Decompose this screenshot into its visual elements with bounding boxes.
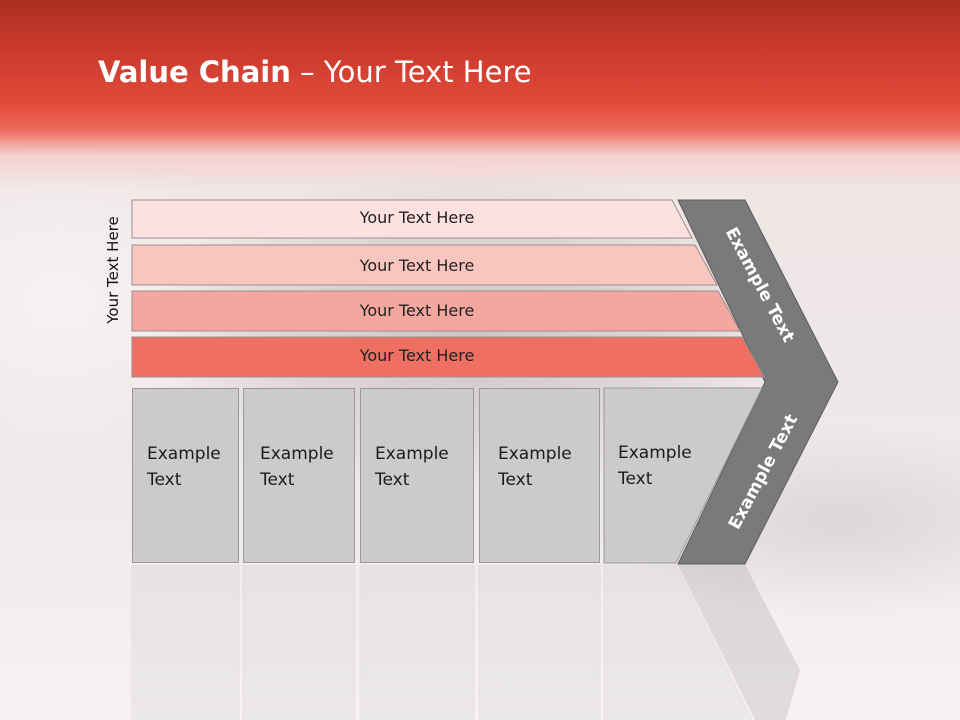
title-bold: Value Chain — [98, 55, 291, 89]
box-3-line1: Example — [375, 444, 449, 464]
box-4-line2: Text — [498, 470, 533, 490]
reflect-box-3 — [359, 565, 475, 720]
box-5: Example Text — [618, 440, 692, 492]
bar-3-shape — [131, 290, 741, 332]
reflect-box-1 — [131, 565, 240, 720]
bar-3-text: Your Text Here — [359, 301, 475, 320]
title-rest: – Your Text Here — [290, 55, 532, 89]
box-4-line1: Example — [498, 444, 572, 464]
box-1-line1: Example — [147, 444, 221, 464]
reflect-box-5 — [603, 565, 753, 720]
bar-1-text: Your Text Here — [359, 208, 475, 227]
bar-2-text: Your Text Here — [359, 256, 475, 275]
reflect-chevron — [678, 565, 800, 720]
reflect-box-4 — [478, 565, 601, 720]
box-3: Example Text — [360, 388, 474, 563]
reflection — [131, 565, 800, 720]
box-1: Example Text — [132, 388, 239, 563]
box-3-line2: Text — [375, 470, 410, 490]
bar-4-text: Your Text Here — [359, 346, 475, 365]
box-2-line2: Text — [260, 470, 295, 490]
box-5-line2: Text — [618, 469, 653, 489]
bar-1-shape — [131, 199, 693, 239]
box-4: Example Text — [479, 388, 600, 563]
box-2-line1: Example — [260, 444, 334, 464]
header-bar — [0, 0, 960, 190]
bar-4-shape — [131, 336, 765, 378]
box-5-line1: Example — [618, 443, 692, 463]
box-2: Example Text — [243, 388, 355, 563]
slide-title: Value Chain – Your Text Here — [98, 55, 532, 89]
chevron-shape — [677, 199, 839, 565]
box-1-line2: Text — [147, 470, 182, 490]
bar-2-shape — [131, 244, 718, 286]
reflect-box-2 — [242, 565, 356, 720]
box-5-shape — [603, 387, 763, 564]
